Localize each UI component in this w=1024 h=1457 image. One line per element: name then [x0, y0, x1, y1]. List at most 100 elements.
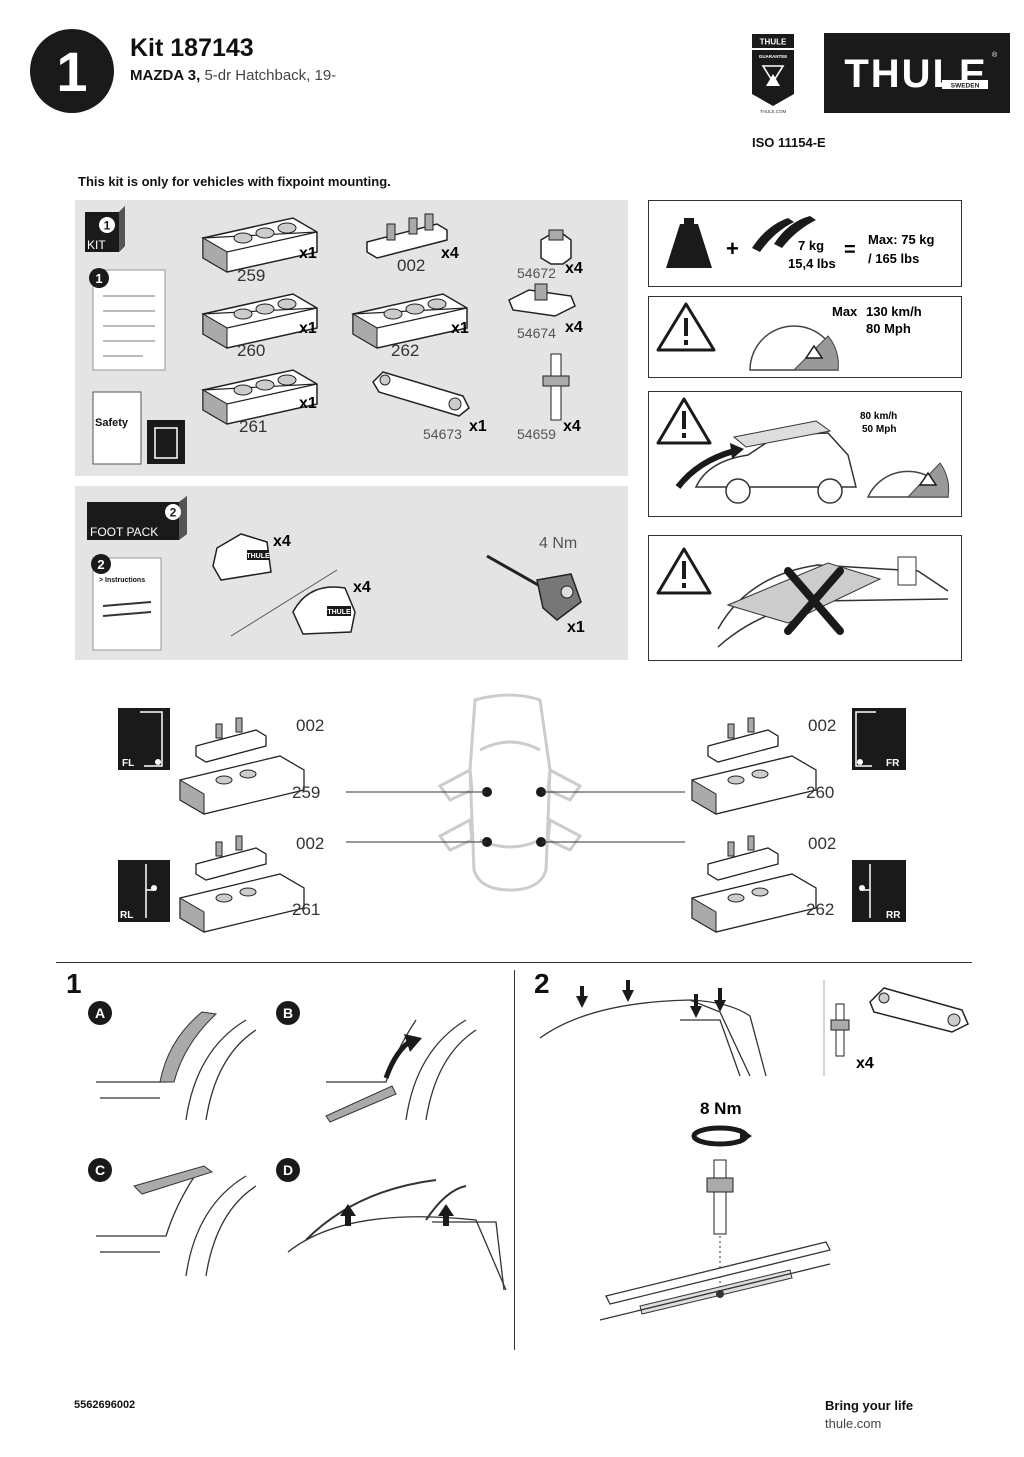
safety-label: Safety	[95, 417, 129, 429]
guarantee-seal: THULE GUARANTEE THULE.COM	[752, 34, 794, 114]
substep-d-illustration	[287, 1179, 507, 1291]
cross-out-icon	[784, 567, 844, 635]
part-qty-002: x4	[441, 245, 459, 262]
part-number-54659: 54659	[517, 426, 556, 442]
part-qty-54659: x4	[563, 418, 581, 435]
step-2-number: 2	[534, 968, 550, 999]
rl-foot-assembly	[179, 835, 305, 933]
roof-load-warning-art: 80 km/h 50 Mph	[656, 397, 950, 504]
bracket-002-illustration	[366, 213, 448, 259]
substep-c-badge: C	[88, 1158, 112, 1182]
corner-fr-label: FR	[886, 758, 900, 769]
part-qty-262: x1	[451, 320, 469, 337]
foot-262-illustration	[350, 293, 468, 349]
part-number-260: 260	[237, 341, 265, 360]
torque-tool-illustration	[486, 554, 582, 621]
corner-fl-icon: FL	[118, 708, 170, 770]
part-number-54674: 54674	[517, 325, 556, 341]
plus-sign: +	[726, 236, 739, 261]
foot-unit-2-qty: x4	[353, 579, 371, 596]
logo-sub-text: SWEDEN	[951, 83, 980, 90]
fr-foot-number: 260	[806, 783, 834, 802]
step-badge: 1	[30, 29, 114, 113]
instruction-booklet-icon: 1	[89, 268, 166, 371]
step-1-number: 1	[66, 968, 82, 999]
torque-value: 4 Nm	[539, 535, 577, 552]
vehicle-line: MAZDA 3, 5-dr Hatchback, 19-	[130, 67, 336, 84]
speedometer-icon	[749, 325, 839, 371]
step-1-illustrations	[96, 1011, 507, 1291]
fr-foot-assembly	[691, 717, 817, 815]
corner-rl-label: RL	[120, 910, 133, 921]
footer-brand: Bring your life thule.com	[825, 1398, 913, 1431]
rr-foot-number: 262	[806, 900, 834, 919]
equals-sign: =	[844, 239, 856, 261]
rotate-arrow-icon	[691, 1125, 752, 1147]
booklet-badge-num: 1	[95, 271, 102, 286]
foot-pack-label: FOOT PACK	[90, 525, 158, 539]
corner-fr-icon: FR	[852, 708, 906, 770]
foot-pack-box-icon: 2 FOOT PACK	[87, 496, 187, 540]
rr-foot-assembly	[691, 835, 817, 933]
corner-rl-icon: RL	[118, 860, 170, 922]
substep-d-badge: D	[276, 1158, 300, 1182]
vehicle-desc: 5-dr Hatchback, 19-	[204, 67, 337, 84]
vehicle-make: MAZDA 3,	[130, 67, 201, 84]
speed-warning-art: Max 130 km/h 80 Mph	[656, 302, 922, 371]
part-number-259: 259	[237, 266, 265, 285]
rl-foot-number: 261	[292, 900, 320, 919]
kit-title: Kit 187143	[130, 34, 254, 62]
warning-triangle-icon	[656, 547, 712, 595]
load-info-art: + 7 kg 15,4 lbs = Max: 75 kg / 165 lbs	[666, 216, 935, 271]
corner-rr-icon: RR	[852, 860, 906, 922]
footer-url[interactable]: thule.com	[825, 1416, 882, 1431]
part-qty-261: x1	[299, 395, 317, 412]
wind-speed-mph: 50 Mph	[862, 424, 896, 435]
guarantee-bottom-text: THULE.COM	[760, 109, 787, 114]
roof-fixpoints-illustration	[539, 980, 767, 1077]
step-2-torque: 8 Nm	[700, 1099, 742, 1118]
clamp-54674-illustration	[508, 283, 576, 317]
substep-a-illustration	[96, 1011, 257, 1121]
fl-foot-assembly	[179, 717, 305, 815]
iso-standard: ISO 11154-E	[752, 135, 826, 150]
step-2-qty: x4	[856, 1055, 874, 1072]
rl-bracket-number: 002	[296, 834, 324, 853]
sunroof-warning-art	[656, 547, 949, 648]
part-qty-259: x1	[299, 245, 317, 262]
bar-weight-kg: 7 kg	[798, 238, 824, 253]
foot-259-illustration	[200, 217, 318, 273]
foot-unit-1-qty: x4	[273, 533, 291, 550]
corner-fl-label: FL	[122, 758, 134, 769]
document-code: 5562696002	[74, 1399, 136, 1411]
bolt-54659-illustration	[542, 353, 570, 421]
position-diagram: FL 002 259 RL 002 261 002 260	[118, 693, 906, 933]
part-number-261: 261	[239, 417, 267, 436]
foot-261-illustration	[200, 369, 318, 425]
foot-pack-art: 2 FOOT PACK 2 > Instructions THULE x4 TH…	[87, 496, 585, 651]
part-number-54673: 54673	[423, 426, 462, 442]
substep-c-illustration	[96, 1165, 257, 1277]
foot-pack-booklet-text: > Instructions	[99, 577, 145, 584]
kit-label: KIT	[87, 238, 106, 252]
guarantee-mid-text: GUARANTEE	[759, 54, 788, 59]
nut-54672-illustration	[540, 229, 572, 265]
step-2-illustrations: x4 8 Nm	[539, 980, 969, 1321]
foot-260-illustration	[200, 293, 318, 349]
part-qty-54674: x4	[565, 319, 583, 336]
tightened-bolt-icon	[706, 1159, 734, 1235]
substep-a-badge: A	[88, 1001, 112, 1025]
car-with-roof-load-icon	[675, 420, 857, 504]
foot-pack-booklet-badge: 2	[97, 557, 104, 572]
speed-max-mph: 80 Mph	[866, 321, 911, 336]
step-2-bolt-icon	[830, 1003, 850, 1057]
part-number-54672: 54672	[517, 265, 556, 281]
wind-speedometer-icon	[866, 462, 950, 498]
kit-box-icon: 1 KIT	[85, 206, 125, 252]
part-qty-260: x1	[299, 320, 317, 337]
torque-tool-qty: x1	[567, 619, 585, 636]
svg-text:THULE: THULE	[327, 609, 351, 616]
speed-max-label: Max	[832, 304, 858, 319]
foot-unit-2-illustration: THULE	[292, 586, 356, 635]
sunroof-roof-icon	[717, 556, 949, 648]
